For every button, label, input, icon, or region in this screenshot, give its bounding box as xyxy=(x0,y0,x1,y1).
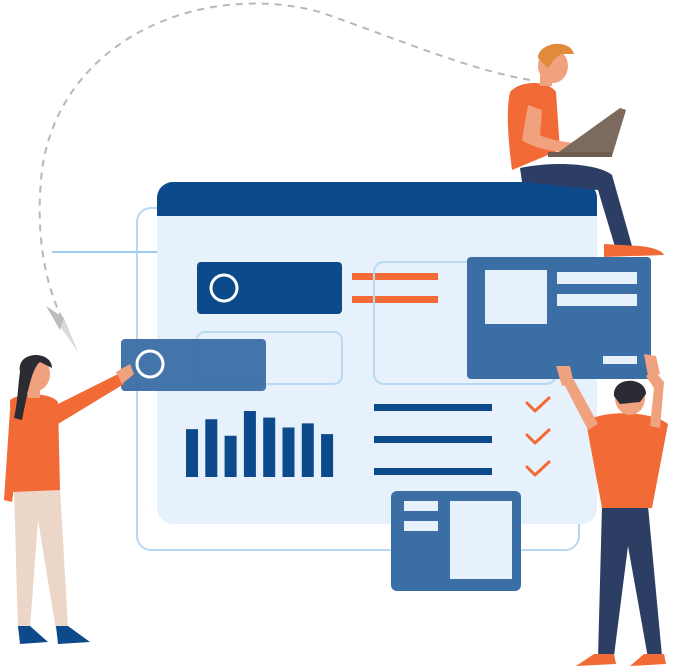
card-image-placeholder xyxy=(485,270,547,324)
card-text-line xyxy=(404,501,438,511)
circle-icon xyxy=(209,273,239,303)
chart-bar xyxy=(321,434,334,477)
dashed-flight-path xyxy=(38,2,531,319)
person-with-laptop xyxy=(507,43,664,257)
floating-card-bottom xyxy=(391,491,521,591)
circle-icon xyxy=(135,349,165,379)
window-title-bar xyxy=(157,182,597,216)
card-button xyxy=(603,356,637,364)
chart-bar xyxy=(205,419,218,477)
checkmark-icon xyxy=(525,460,551,477)
checkmark-icon xyxy=(525,396,551,413)
woman-pointing xyxy=(4,354,134,644)
chart-bar xyxy=(186,429,198,477)
chart-bar xyxy=(301,423,314,477)
checkmark-icon xyxy=(525,428,551,445)
card-image-placeholder xyxy=(450,501,512,579)
orange-line xyxy=(352,273,438,280)
chart-bar xyxy=(224,435,237,477)
floating-card-right xyxy=(467,257,651,379)
checklist-line xyxy=(374,468,492,475)
checklist-line xyxy=(374,404,492,411)
chart-bar xyxy=(243,411,256,477)
card-text-line xyxy=(557,294,637,306)
checklist-line xyxy=(374,436,492,443)
chart-bar xyxy=(263,417,276,477)
laptop-icon xyxy=(548,108,626,157)
bar-chart xyxy=(186,411,334,477)
floating-selection-bar xyxy=(121,339,266,391)
card-text-line xyxy=(404,521,438,531)
chart-bar xyxy=(282,427,295,477)
profile-bar xyxy=(197,262,342,314)
orange-line xyxy=(352,296,438,303)
card-text-line xyxy=(557,272,637,284)
man-lifting-card xyxy=(556,354,668,666)
checklist xyxy=(374,396,551,477)
paper-plane-icon xyxy=(46,306,78,352)
